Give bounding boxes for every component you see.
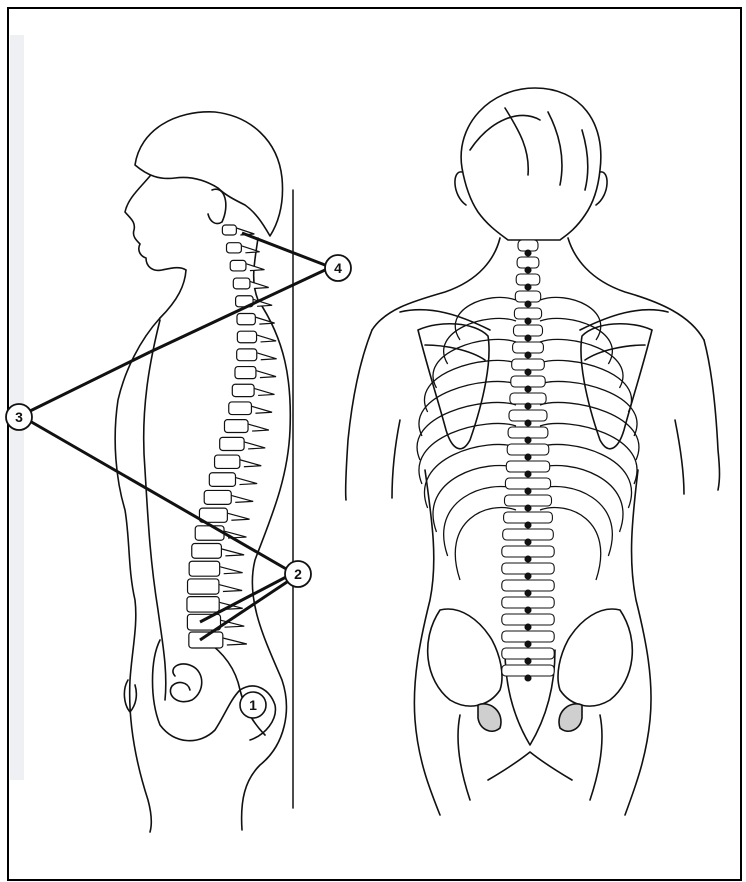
back-vertebra-process bbox=[525, 318, 531, 324]
side-vertebra-body bbox=[204, 490, 231, 504]
side-vertebra-body bbox=[189, 561, 220, 576]
figure-frame bbox=[8, 8, 741, 880]
back-vertebra bbox=[511, 376, 545, 387]
back-vertebra bbox=[503, 529, 554, 540]
callout-3-label: 3 bbox=[15, 409, 23, 425]
back-vertebra-process bbox=[525, 369, 531, 375]
side-vertebra-body bbox=[195, 526, 224, 540]
back-vertebra-process bbox=[525, 301, 531, 307]
side-vertebra-body bbox=[233, 278, 250, 289]
back-vertebra-process bbox=[525, 641, 531, 647]
callout-3: 3 bbox=[6, 404, 32, 430]
side-vertebra-body bbox=[192, 544, 222, 559]
back-vertebra-process bbox=[525, 471, 531, 477]
back-vertebra bbox=[512, 359, 545, 370]
back-vertebra bbox=[514, 325, 543, 336]
back-vertebra bbox=[518, 240, 538, 251]
back-vertebra bbox=[509, 410, 547, 421]
side-vertebra-body bbox=[227, 243, 242, 253]
back-vertebra bbox=[507, 444, 549, 455]
back-vertebra-process bbox=[525, 658, 531, 664]
side-vertebra-body bbox=[215, 455, 240, 468]
side-vertebra-body bbox=[209, 473, 235, 487]
back-vertebra bbox=[506, 461, 549, 472]
back-vertebra bbox=[502, 648, 554, 659]
back-vertebra bbox=[516, 274, 540, 285]
side-vertebra-body bbox=[224, 420, 248, 433]
back-vertebra-process bbox=[525, 284, 531, 290]
back-vertebra bbox=[502, 563, 554, 574]
side-vertebra-body bbox=[232, 384, 254, 396]
back-vertebra bbox=[508, 427, 548, 438]
back-vertebra bbox=[502, 546, 554, 557]
back-vertebra bbox=[510, 393, 546, 404]
back-vertebra bbox=[502, 614, 554, 625]
side-vertebra-body bbox=[237, 349, 257, 361]
back-vertebra bbox=[505, 495, 552, 506]
back-vertebra bbox=[504, 512, 553, 523]
back-vertebra bbox=[502, 665, 554, 676]
back-vertebra bbox=[505, 478, 550, 489]
side-vertebra-body bbox=[235, 367, 256, 379]
back-vertebra-process bbox=[525, 386, 531, 392]
back-vertebra bbox=[513, 342, 544, 353]
callout-1-label: 1 bbox=[249, 697, 257, 713]
callout-2: 2 bbox=[285, 561, 311, 587]
back-vertebra bbox=[514, 308, 541, 319]
back-vertebra-process bbox=[525, 403, 531, 409]
back-vertebra-process bbox=[525, 250, 531, 256]
back-vertebra-process bbox=[525, 505, 531, 511]
back-vertebra-process bbox=[525, 539, 531, 545]
callout-4-label: 4 bbox=[334, 260, 342, 276]
back-vertebra-process bbox=[525, 522, 531, 528]
back-vertebra-process bbox=[525, 267, 531, 273]
side-vertebra-body bbox=[230, 260, 246, 271]
side-vertebra-body bbox=[187, 597, 219, 612]
back-vertebra-process bbox=[525, 590, 531, 596]
back-vertebra bbox=[517, 257, 539, 268]
back-vertebra-process bbox=[525, 454, 531, 460]
back-vertebra-process bbox=[525, 488, 531, 494]
back-vertebra bbox=[502, 597, 554, 608]
back-vertebra-process bbox=[525, 624, 531, 630]
callout-1: 1 bbox=[240, 692, 266, 718]
back-vertebra-process bbox=[525, 437, 531, 443]
back-vertebra-process bbox=[525, 556, 531, 562]
side-vertebra-body bbox=[188, 579, 219, 594]
back-vertebra-process bbox=[525, 607, 531, 613]
back-vertebra-process bbox=[525, 675, 531, 681]
back-vertebra-process bbox=[525, 352, 531, 358]
back-vertebra-process bbox=[525, 335, 531, 341]
side-vertebra-body bbox=[222, 225, 236, 235]
back-vertebra bbox=[502, 580, 554, 591]
side-vertebra-body bbox=[237, 331, 256, 343]
back-vertebra bbox=[502, 631, 554, 642]
back-vertebra-process bbox=[525, 420, 531, 426]
side-vertebra-body bbox=[220, 437, 244, 450]
callout-2-label: 2 bbox=[294, 566, 302, 582]
callout-4: 4 bbox=[325, 255, 351, 281]
back-vertebra bbox=[515, 291, 540, 302]
side-vertebra-body bbox=[237, 313, 255, 324]
back-vertebra-process bbox=[525, 573, 531, 579]
side-vertebra-body bbox=[229, 402, 252, 415]
side-vertebra-body bbox=[187, 614, 220, 630]
